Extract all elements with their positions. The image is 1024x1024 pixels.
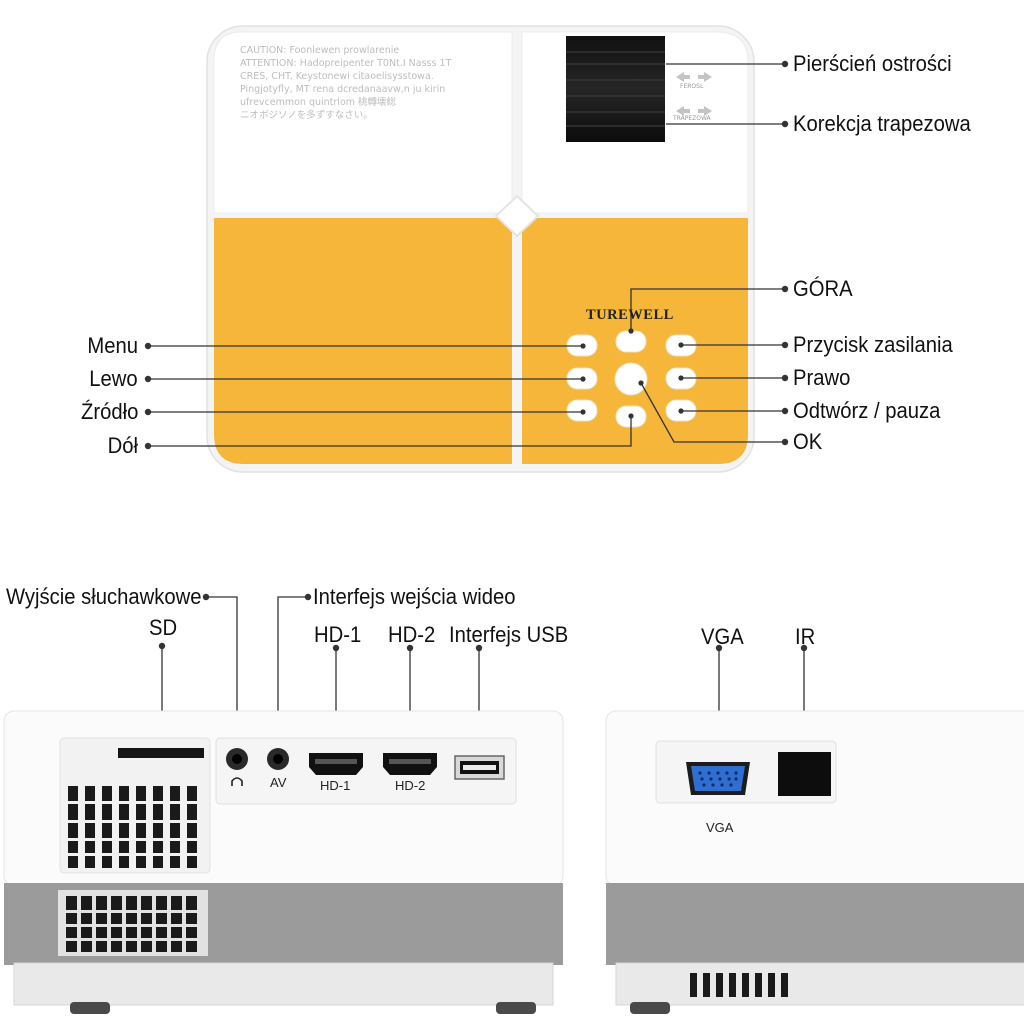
vent-icon (68, 786, 197, 868)
vent-icon (690, 973, 788, 997)
warning-line: ufrevcemmon quintrlom 桃轉壊総 (240, 97, 397, 108)
port-recess (215, 737, 517, 805)
port-text-hd2: HD-2 (395, 778, 426, 793)
label-usb: Interfejs USB (449, 622, 569, 647)
port-text-hd1: HD-1 (320, 778, 351, 793)
top-leader-dots (144, 60, 789, 450)
ir-sensor-icon (778, 752, 831, 796)
arrow-icon (676, 72, 712, 116)
side-body-gray (606, 883, 1024, 965)
rear-body-base (13, 962, 554, 1006)
rear-leader-dots (158, 593, 808, 652)
focus-mark: FEROSL (680, 83, 704, 90)
hdmi-port-icon (309, 753, 363, 775)
label-play-pause: Odtwórz / pauza (793, 398, 941, 423)
label-source: Źródło (80, 399, 138, 424)
brand-logo: TUREWELL (586, 307, 674, 323)
usb-port-icon (454, 755, 505, 780)
top-left-white-panel (213, 31, 513, 214)
keystone-mark: TRAPEZOWA (673, 115, 711, 122)
label-vga: VGA (701, 624, 744, 649)
label-ok: OK (793, 429, 823, 454)
sd-slot (118, 748, 204, 758)
label-menu: Menu (87, 333, 138, 358)
up-button (615, 330, 647, 353)
top-leader-lines (148, 63, 785, 447)
vent-crossbars (66, 801, 202, 856)
warning-line: ニオボジソノを多ずすなさい。 (240, 110, 373, 121)
label-keystone: Korekcja trapezowa (793, 111, 971, 136)
side-body-base (615, 962, 1024, 1006)
label-down: Dół (107, 433, 138, 458)
label-up: GÓRA (793, 276, 853, 301)
focus-ring-ridges (566, 51, 665, 127)
label-av-input: Interfejs wejścia wideo (313, 584, 516, 609)
av-jack-icon (267, 748, 289, 770)
port-text-av: AV (270, 775, 287, 790)
port-text-vga: VGA (706, 820, 734, 835)
rear-foot-left (70, 1002, 110, 1014)
warning-text-block: CAUTION: Foonlewen prowlarenie ATTENTION… (240, 44, 452, 122)
label-hd2: HD-2 (388, 622, 436, 647)
label-sd: SD (149, 615, 178, 640)
warning-line: Pingjotyfly, MT rena dcredanaavw,n ju ki… (240, 84, 446, 95)
warning-line: ATTENTION: Hadopreipenter T0Nt.I Nasss 1… (240, 58, 452, 69)
label-power: Przycisk zasilania (793, 332, 953, 357)
label-ir: IR (795, 624, 816, 649)
control-buttons (566, 330, 697, 428)
vga-port-icon (686, 762, 750, 795)
focus-ring-icon (566, 36, 665, 142)
label-left: Lewo (89, 366, 138, 391)
label-focus-ring: Pierścień ostrości (793, 51, 952, 76)
top-left-orange-panel (214, 218, 512, 464)
ok-button (614, 362, 648, 396)
warning-line: CAUTION: Foonlewen prowlarenie (240, 45, 400, 56)
label-headphone: Wyjście słuchawkowe (6, 584, 202, 609)
rear-foot-right (496, 1002, 536, 1014)
warning-line: CRES, CHT. Keystonewi citaoelisysstowa. (240, 71, 434, 82)
center-diamond (494, 194, 540, 238)
projector-rear-view (3, 593, 1024, 1014)
projector-top-view (144, 25, 789, 473)
headphone-icon (226, 748, 248, 786)
side-foot (630, 1002, 670, 1014)
label-right: Prawo (793, 365, 851, 390)
label-hd1: HD-1 (314, 622, 362, 647)
hdmi-port-icon (383, 753, 437, 775)
